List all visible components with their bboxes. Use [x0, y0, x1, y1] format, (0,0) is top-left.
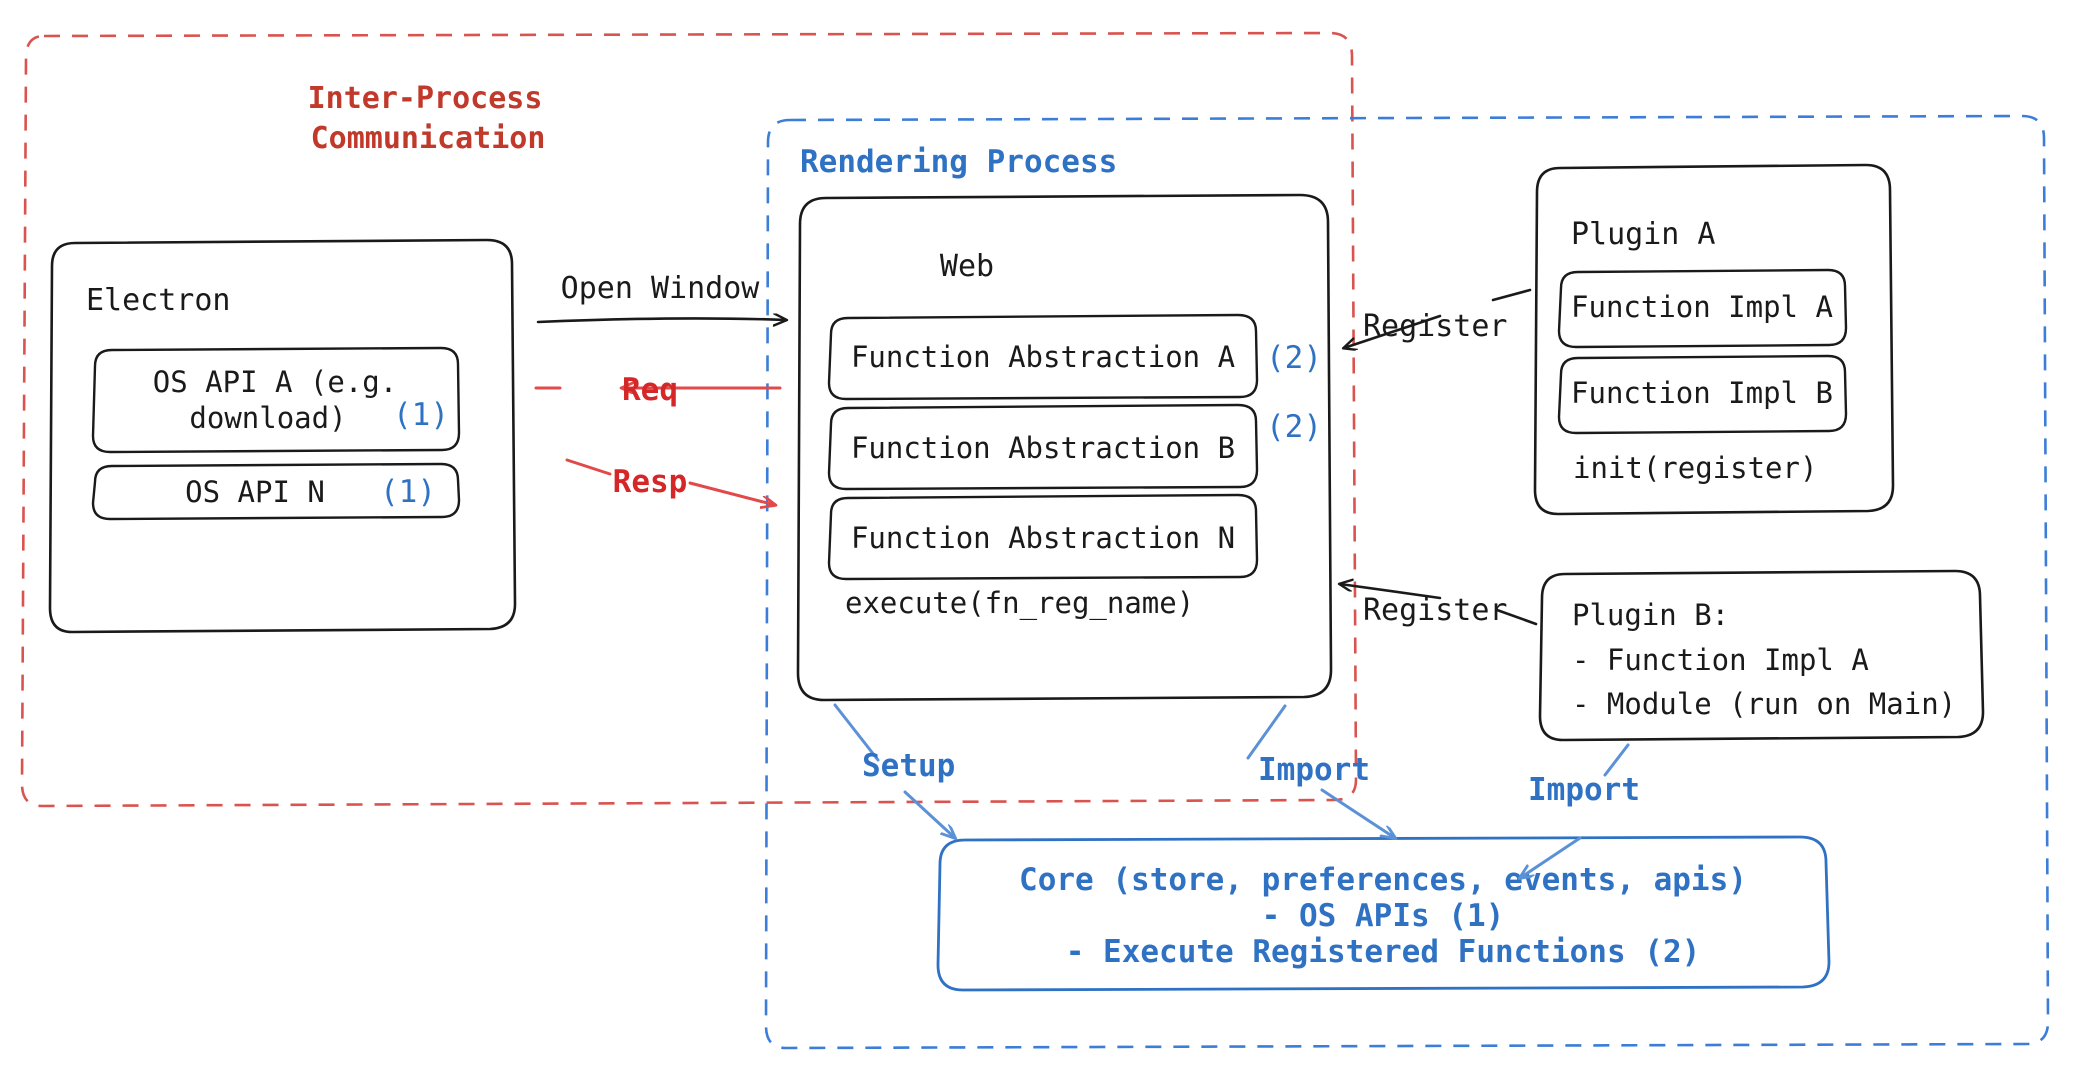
edge-register-plugin-a: Register: [1344, 288, 1532, 348]
resp-arrow-line-left: [565, 458, 612, 476]
setup-label: Setup: [862, 748, 955, 784]
core-box-outline: [936, 835, 1831, 992]
os-api-n-box: [91, 462, 461, 521]
function-impl-a-label: Function Impl A: [1571, 290, 1833, 324]
os-api-a-label-line2: download): [189, 401, 346, 435]
function-impl-b-box: [1557, 354, 1848, 435]
plugin-b-line-2: - Module (run on Main): [1572, 687, 1956, 721]
web-title: Web: [940, 249, 994, 284]
import-plugin-b-label: Import: [1528, 772, 1640, 808]
web-abstraction-n: Function Abstraction N: [827, 493, 1259, 581]
electron-item-os-api-a: OS API A (e.g. download) (1): [91, 346, 461, 454]
ipc-label-line1: Inter-Process: [308, 81, 543, 116]
node-plugin-a: Plugin A Function Impl A Function Impl B…: [1533, 163, 1895, 516]
register-a-line-right: [1491, 288, 1532, 302]
edge-import-plugin-b: Import: [1520, 743, 1640, 878]
os-api-n-badge: (1): [380, 474, 436, 510]
web-footer-execute: execute(fn_reg_name): [845, 586, 1194, 621]
ipc-label-line2: Communication: [311, 121, 546, 156]
register-a-line-left: [1344, 314, 1442, 348]
function-abstraction-n-label: Function Abstraction N: [851, 521, 1235, 555]
function-impl-a-box: [1557, 268, 1848, 349]
edge-resp: Resp: [565, 458, 775, 505]
register-b-label: Register: [1363, 593, 1508, 628]
register-b-line-left: [1340, 584, 1442, 600]
os-api-a-badge: (1): [393, 397, 449, 433]
plugin-b-box-outline: [1538, 569, 1985, 742]
edge-register-plugin-b: Register: [1340, 584, 1538, 628]
req-label: Req: [622, 372, 678, 408]
function-abstraction-b-box: [827, 403, 1259, 491]
node-electron: Electron OS API A (e.g. download) (1) OS…: [48, 238, 517, 634]
function-abstraction-a-badge: (2): [1266, 340, 1322, 376]
electron-item-os-api-n: OS API N (1): [91, 462, 461, 521]
edge-open-window: Open Window: [536, 271, 786, 322]
function-abstraction-b-badge: (2): [1266, 409, 1322, 445]
import-pluginb-line-lower: [1520, 836, 1582, 878]
plugin-b-line-1: - Function Impl A: [1572, 643, 1869, 677]
setup-line-lower: [903, 790, 955, 838]
rendering-process-label: Rendering Process: [800, 144, 1117, 180]
plugin-a-title: Plugin A: [1571, 217, 1716, 252]
resp-label: Resp: [613, 464, 688, 500]
web-abstraction-b: Function Abstraction B (2): [827, 403, 1322, 491]
function-impl-b-label: Function Impl B: [1571, 376, 1833, 410]
plugin-a-footer-init: init(register): [1573, 451, 1817, 485]
region-inter-process-communication: Inter-Process Communication: [20, 31, 1358, 808]
open-window-label: Open Window: [561, 271, 761, 306]
core-line-1: Core (store, preferences, events, apis): [1019, 862, 1747, 898]
web-abstraction-a: Function Abstraction A (2): [827, 313, 1322, 401]
import-web-line-upper: [1246, 704, 1287, 760]
register-b-line-right: [1495, 608, 1538, 626]
plugin-a-item-impl-b: Function Impl B: [1557, 354, 1848, 435]
plugin-b-title: Plugin B:: [1572, 598, 1729, 632]
core-line-2: - OS APIs (1): [1262, 898, 1505, 934]
resp-arrow-line-right: [688, 481, 775, 505]
import-web-label: Import: [1258, 752, 1370, 788]
import-pluginb-line-upper: [1603, 743, 1630, 777]
edge-setup: Setup: [833, 703, 955, 838]
edge-import-web: Import: [1246, 704, 1395, 838]
electron-title: Electron: [86, 283, 231, 318]
function-abstraction-a-box: [827, 313, 1259, 401]
core-line-3: - Execute Registered Functions (2): [1066, 934, 1701, 970]
os-api-a-box: [91, 346, 461, 454]
region-rendering-process: Rendering Process: [764, 114, 2050, 1050]
function-abstraction-a-label: Function Abstraction A: [851, 340, 1235, 374]
node-core: Core (store, preferences, events, apis) …: [936, 835, 1831, 992]
rendering-process-dashed-border: [764, 114, 2050, 1050]
os-api-a-label-line1: OS API A (e.g.: [153, 365, 397, 399]
node-web: Web Function Abstraction A (2) Function …: [796, 193, 1333, 702]
open-window-arrow-line: [536, 318, 786, 322]
function-abstraction-b-label: Function Abstraction B: [851, 431, 1235, 465]
register-a-label: Register: [1363, 309, 1508, 344]
setup-line-upper: [833, 703, 880, 762]
edge-req: Req: [534, 372, 782, 408]
plugin-a-item-impl-a: Function Impl A: [1557, 268, 1848, 349]
node-plugin-b: Plugin B: - Function Impl A - Module (ru…: [1538, 569, 1985, 742]
function-abstraction-n-box: [827, 493, 1259, 581]
ipc-dashed-border: [20, 31, 1358, 808]
os-api-n-label: OS API N: [185, 475, 325, 509]
import-web-line-lower: [1320, 788, 1395, 838]
